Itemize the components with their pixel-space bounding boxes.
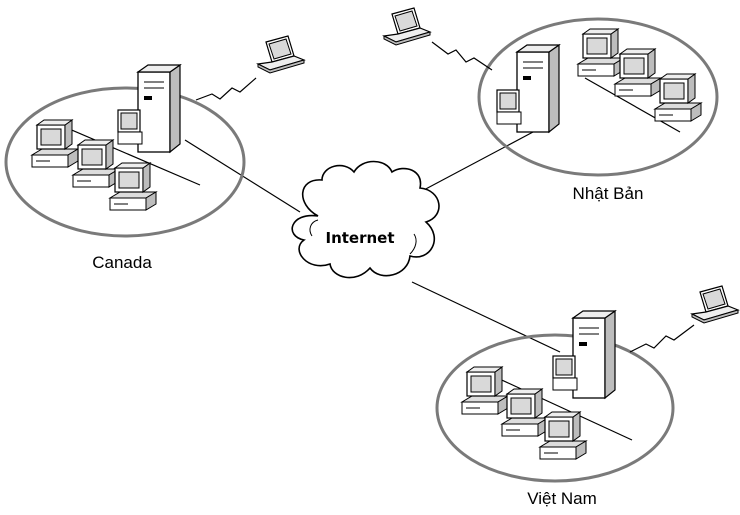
- laptop-japan: [383, 7, 431, 46]
- server-canada: [117, 64, 181, 153]
- site-vietnam: Việt Nam: [435, 285, 739, 508]
- cloud-shape: [291, 160, 440, 279]
- workstation-vietnam-1: [461, 366, 509, 415]
- workstation-vietnam-2: [501, 388, 549, 437]
- laptop-vietnam: [691, 285, 739, 324]
- site-label-vietnam: Việt Nam: [527, 489, 597, 508]
- lan-bus-canada: [59, 124, 201, 186]
- internet-label: Internet: [325, 229, 394, 247]
- workstation-canada-2: [72, 139, 120, 188]
- workstation-japan-2: [614, 48, 662, 97]
- site-canada-boundary: [4, 86, 246, 238]
- wireless-link-vietnam: [629, 324, 695, 353]
- link-vietnam-internet: [411, 281, 561, 353]
- site-japan-boundary: [477, 17, 719, 177]
- lan-bus-vietnam: [479, 369, 633, 441]
- server-vietnam: [552, 310, 616, 399]
- workstation-japan-1: [577, 28, 625, 77]
- workstation-canada-1: [31, 119, 79, 168]
- server-japan: [496, 44, 560, 133]
- lan-bus-japan: [584, 77, 681, 133]
- workstation-vietnam-3: [539, 411, 587, 460]
- internet-cloud: Internet: [291, 160, 440, 279]
- laptop-canada: [257, 35, 305, 74]
- wireless-link-canada: [195, 77, 257, 101]
- workstation-canada-3: [109, 162, 157, 211]
- site-label-canada: Canada: [92, 253, 152, 272]
- wireless-link-japan: [431, 41, 493, 71]
- site-label-japan: Nhật Bản: [573, 184, 644, 203]
- site-vietnam-boundary: [435, 333, 675, 483]
- site-canada: Canada: [4, 35, 305, 272]
- site-japan: Nhật Bản: [383, 7, 719, 203]
- workstation-japan-3: [654, 73, 702, 122]
